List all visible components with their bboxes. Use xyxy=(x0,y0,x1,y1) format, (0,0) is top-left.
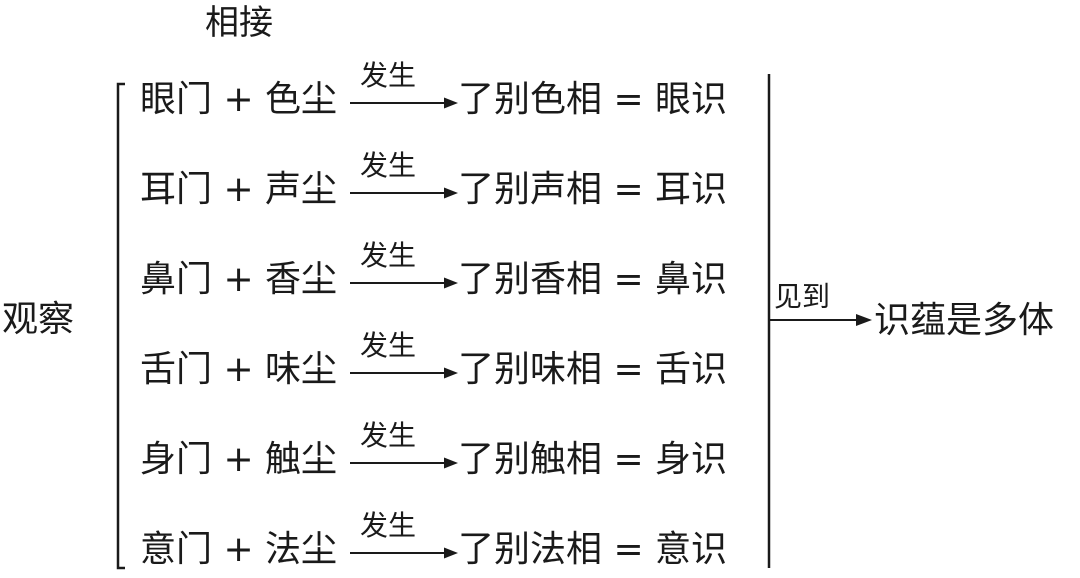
top-label: 相接 xyxy=(205,3,273,43)
row-arrow xyxy=(350,547,458,559)
row-output: 了别触相 = 身识 xyxy=(458,439,728,480)
row-arrow-label: 发生 xyxy=(360,239,417,272)
row-arrow xyxy=(350,367,458,379)
row-input: 眼门 + 色尘 xyxy=(140,79,338,120)
row-output: 了别色相 = 眼识 xyxy=(458,79,728,120)
row-output: 了别味相 = 舌识 xyxy=(458,349,728,390)
row-input: 耳门 + 声尘 xyxy=(140,169,338,210)
row-eye: 眼门 + 色尘 发生 了别色相 = 眼识 xyxy=(140,62,750,126)
row-output: 了别香相 = 鼻识 xyxy=(458,259,728,300)
row-arrow xyxy=(350,187,458,199)
row-arrow xyxy=(350,277,458,289)
row-body: 身门 + 触尘 发生 了别触相 = 身识 xyxy=(140,422,750,486)
row-arrow-label: 发生 xyxy=(360,59,417,92)
row-arrow xyxy=(350,457,458,469)
left-bracket xyxy=(116,82,125,570)
row-input: 鼻门 + 香尘 xyxy=(140,259,338,300)
row-arrow-label: 发生 xyxy=(360,419,417,452)
final-arrow-label: 见到 xyxy=(774,280,831,313)
row-tongue: 舌门 + 味尘 发生 了别味相 = 舌识 xyxy=(140,332,750,396)
result-label: 识蕴是多体 xyxy=(874,300,1055,341)
observe-label: 观察 xyxy=(2,299,75,340)
final-arrow-head xyxy=(856,314,872,326)
row-arrow-label: 发生 xyxy=(360,149,417,182)
row-arrow-label: 发生 xyxy=(360,329,417,362)
row-ear: 耳门 + 声尘 发生 了别声相 = 耳识 xyxy=(140,152,750,216)
row-input: 舌门 + 味尘 xyxy=(140,349,338,390)
row-arrow-label: 发生 xyxy=(360,509,417,542)
row-output: 了别法相 = 意识 xyxy=(458,529,728,570)
row-input: 意门 + 法尘 xyxy=(140,529,338,570)
row-mind: 意门 + 法尘 发生 了别法相 = 意识 xyxy=(140,512,750,576)
row-nose: 鼻门 + 香尘 发生 了别香相 = 鼻识 xyxy=(140,242,750,306)
row-output: 了别声相 = 耳识 xyxy=(458,169,728,210)
row-input: 身门 + 触尘 xyxy=(140,439,338,480)
row-arrow xyxy=(350,97,458,109)
